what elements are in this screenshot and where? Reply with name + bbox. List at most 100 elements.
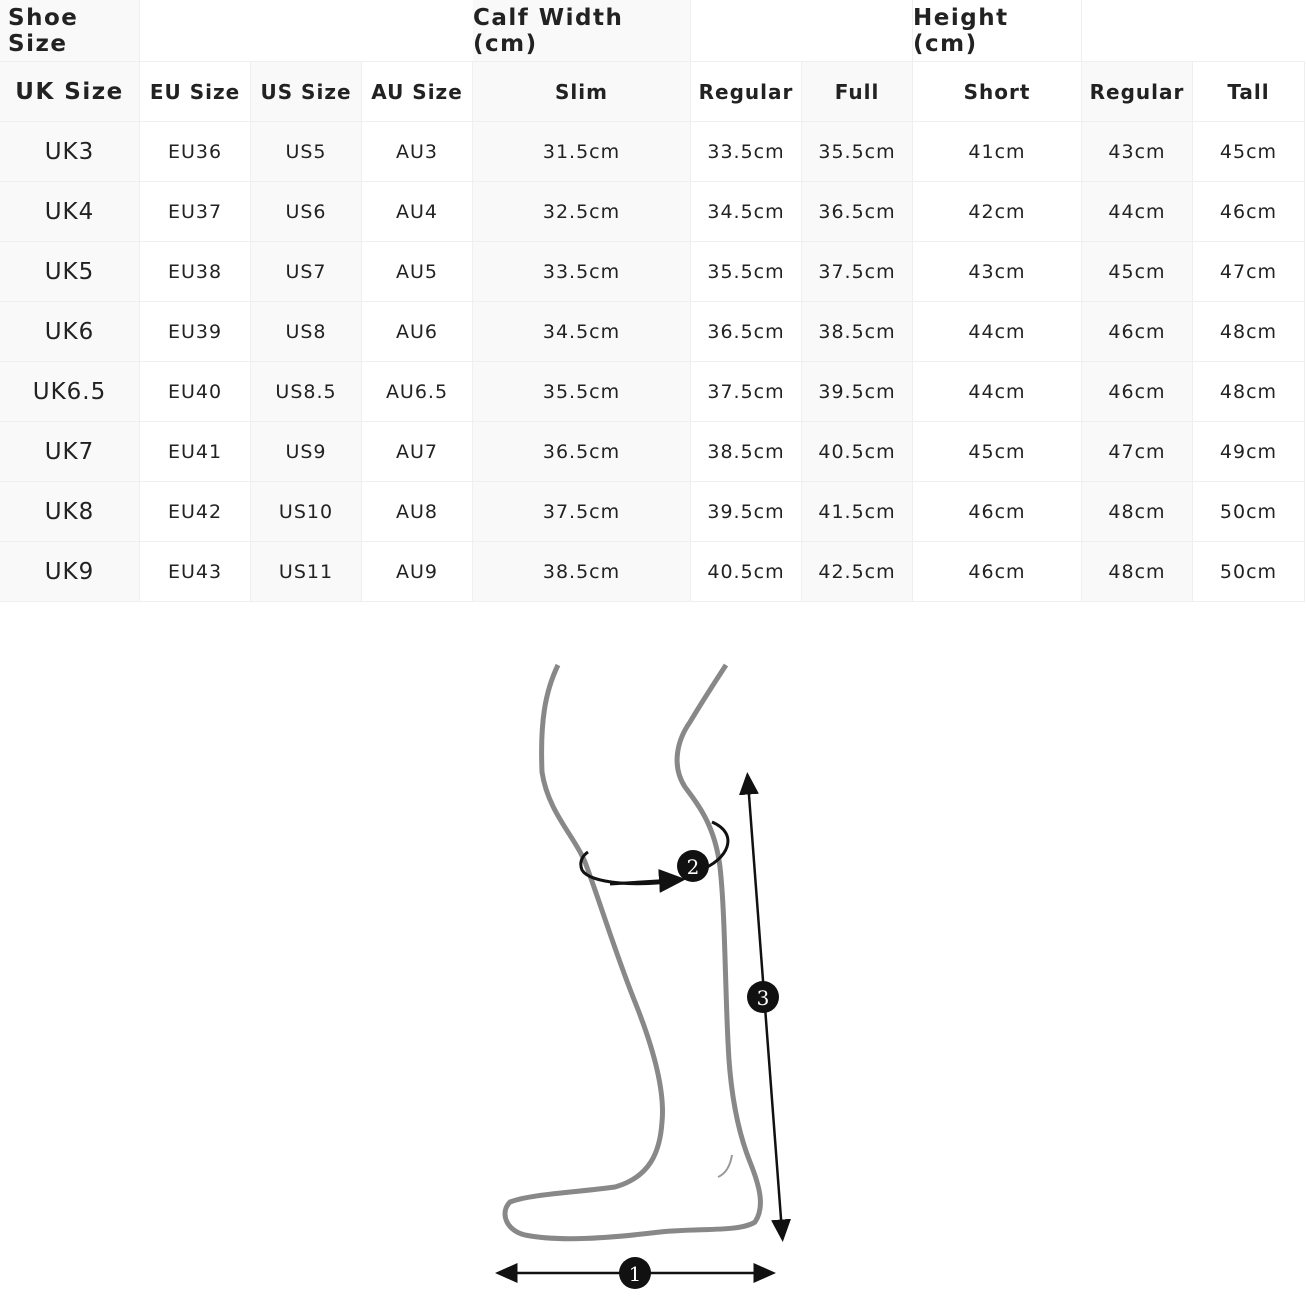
table-cell: 41.5cm	[802, 482, 913, 542]
table-cell: EU37	[140, 182, 251, 242]
svg-text:3: 3	[757, 986, 770, 1010]
table-cell: AU5	[362, 242, 473, 302]
column-header: Short	[913, 62, 1082, 122]
table-cell: 38.5cm	[802, 302, 913, 362]
table-cell: 45cm	[1082, 242, 1193, 302]
group-header-calf-width: Calf Width (cm)	[473, 0, 691, 62]
table-cell: US8.5	[251, 362, 362, 422]
table-cell: EU39	[140, 302, 251, 362]
leg-outline	[502, 663, 763, 1242]
table-cell: 48cm	[1193, 362, 1305, 422]
table-cell: 50cm	[1193, 542, 1305, 602]
column-header: EU Size	[140, 62, 251, 122]
table-cell: EU38	[140, 242, 251, 302]
table-cell: 43cm	[1082, 122, 1193, 182]
table-cell: EU42	[140, 482, 251, 542]
table-cell: AU8	[362, 482, 473, 542]
row-header-uk-size: UK8	[0, 482, 140, 542]
row-header-uk-size: UK5	[0, 242, 140, 302]
table-cell: US5	[251, 122, 362, 182]
table-cell: 46cm	[913, 542, 1082, 602]
table-cell: 34.5cm	[473, 302, 691, 362]
marker-2: 2	[677, 850, 709, 882]
column-header: UK Size	[0, 62, 140, 122]
table-cell: 35.5cm	[691, 242, 802, 302]
table-cell: 40.5cm	[691, 542, 802, 602]
table-cell: 49cm	[1193, 422, 1305, 482]
table-cell: AU6.5	[362, 362, 473, 422]
table-cell: 33.5cm	[691, 122, 802, 182]
table-cell: US11	[251, 542, 362, 602]
row-header-uk-size: UK3	[0, 122, 140, 182]
table-cell: 34.5cm	[691, 182, 802, 242]
table-cell: 32.5cm	[473, 182, 691, 242]
table-cell: 37.5cm	[691, 362, 802, 422]
table-cell: AU7	[362, 422, 473, 482]
table-cell: 42.5cm	[802, 542, 913, 602]
table-cell: AU6	[362, 302, 473, 362]
table-cell: EU36	[140, 122, 251, 182]
header-spacer	[691, 0, 913, 62]
table-cell: 35.5cm	[473, 362, 691, 422]
marker-3: 3	[747, 981, 779, 1013]
table-cell: 40.5cm	[802, 422, 913, 482]
table-cell: US9	[251, 422, 362, 482]
table-cell: US10	[251, 482, 362, 542]
leg-measurement-diagram: 1 2 3	[495, 663, 792, 1289]
row-header-uk-size: UK4	[0, 182, 140, 242]
table-cell: 36.5cm	[473, 422, 691, 482]
table-cell: 44cm	[1082, 182, 1193, 242]
table-cell: 38.5cm	[473, 542, 691, 602]
table-cell: US8	[251, 302, 362, 362]
column-header: Regular	[691, 62, 802, 122]
table-cell: 46cm	[913, 482, 1082, 542]
column-header: Slim	[473, 62, 691, 122]
column-header: US Size	[251, 62, 362, 122]
table-cell: 31.5cm	[473, 122, 691, 182]
table-cell: 46cm	[1193, 182, 1305, 242]
table-cell: 48cm	[1193, 302, 1305, 362]
group-header-shoe-size: Shoe Size	[0, 0, 140, 62]
row-header-uk-size: UK6	[0, 302, 140, 362]
table-cell: AU3	[362, 122, 473, 182]
table-cell: 36.5cm	[691, 302, 802, 362]
table-cell: 45cm	[913, 422, 1082, 482]
table-cell: 44cm	[913, 302, 1082, 362]
marker-1: 1	[619, 1257, 651, 1289]
table-cell: 47cm	[1193, 242, 1305, 302]
table-cell: AU9	[362, 542, 473, 602]
header-spacer	[1082, 0, 1305, 62]
table-cell: 35.5cm	[802, 122, 913, 182]
table-cell: 37.5cm	[802, 242, 913, 302]
table-cell: 45cm	[1193, 122, 1305, 182]
table-cell: 42cm	[913, 182, 1082, 242]
table-cell: US6	[251, 182, 362, 242]
table-cell: EU41	[140, 422, 251, 482]
row-header-uk-size: UK9	[0, 542, 140, 602]
row-header-uk-size: UK6.5	[0, 362, 140, 422]
column-header: Tall	[1193, 62, 1305, 122]
group-header-height: Height (cm)	[913, 0, 1082, 62]
table-cell: EU40	[140, 362, 251, 422]
table-cell: 44cm	[913, 362, 1082, 422]
table-cell: 36.5cm	[802, 182, 913, 242]
table-cell: 39.5cm	[802, 362, 913, 422]
column-header: Full	[802, 62, 913, 122]
table-cell: AU4	[362, 182, 473, 242]
row-header-uk-size: UK7	[0, 422, 140, 482]
column-header: AU Size	[362, 62, 473, 122]
table-cell: 50cm	[1193, 482, 1305, 542]
table-cell: 48cm	[1082, 542, 1193, 602]
table-cell: 48cm	[1082, 482, 1193, 542]
table-cell: 33.5cm	[473, 242, 691, 302]
header-spacer	[140, 0, 473, 62]
svg-text:2: 2	[687, 855, 700, 879]
table-cell: 47cm	[1082, 422, 1193, 482]
table-cell: 41cm	[913, 122, 1082, 182]
table-cell: 43cm	[913, 242, 1082, 302]
column-header: Regular	[1082, 62, 1193, 122]
table-cell: US7	[251, 242, 362, 302]
size-chart-table: Shoe Size Calf Width (cm) Height (cm) UK…	[0, 0, 1305, 602]
table-cell: 38.5cm	[691, 422, 802, 482]
table-cell: 46cm	[1082, 302, 1193, 362]
